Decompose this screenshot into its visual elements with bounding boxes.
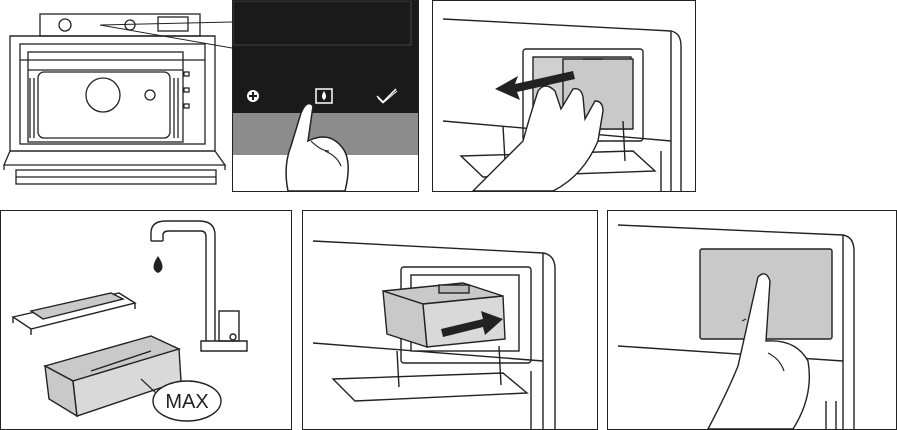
figure-press-panel [607,210,897,430]
oven-drawing [0,0,232,192]
figure-oven-overview [0,0,232,192]
water-drop-icon [154,256,163,273]
insert-tank-drawing [303,211,597,429]
press-panel-drawing [608,211,896,429]
fill-tank-drawing: MAX [1,211,291,429]
max-label: MAX [165,391,208,413]
figure-fill-tank: MAX [0,210,292,430]
hand-pulling-illustration [473,86,603,191]
control-panel-drawing [233,1,418,191]
plus-circle-icon [247,90,259,102]
figure-control-panel [232,0,419,192]
figure-insert-tank [302,210,598,430]
remove-tank-drawing [433,1,695,191]
figure-remove-tank [432,0,696,192]
